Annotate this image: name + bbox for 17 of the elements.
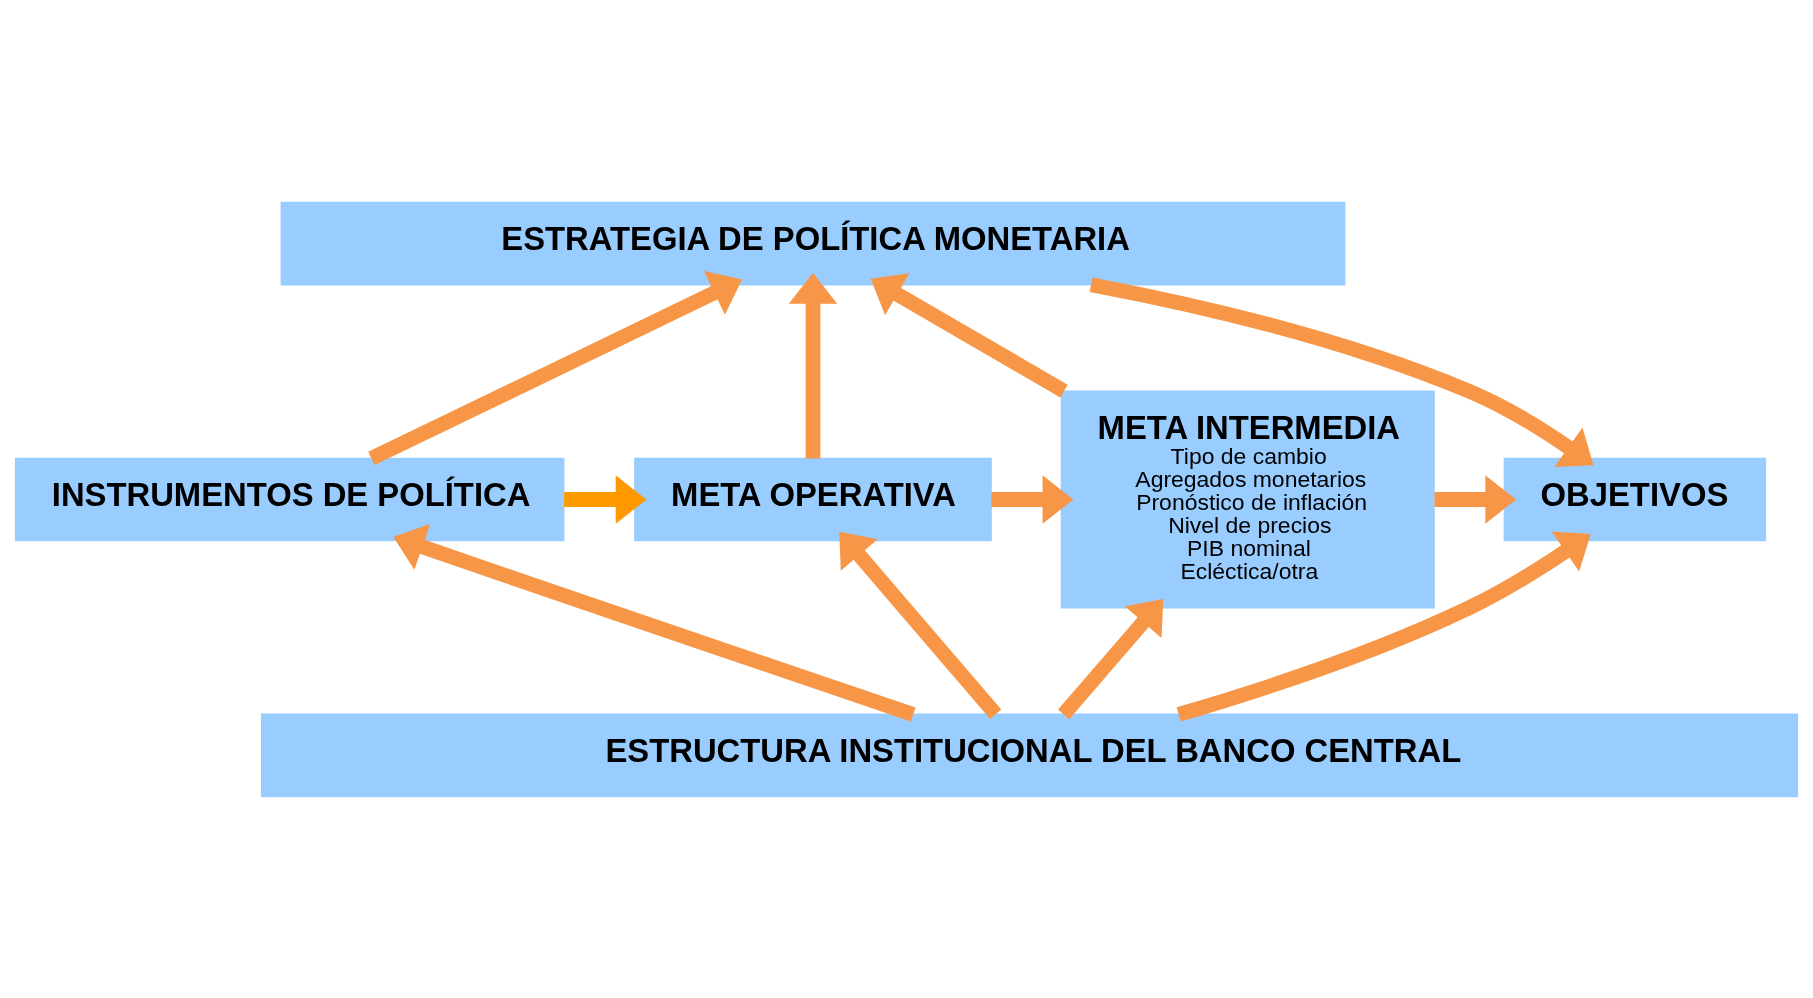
arrow <box>991 474 1074 524</box>
arrow <box>839 531 1002 719</box>
node-box: ESTRUCTURA INSTITUCIONAL DEL BANCO CENTRAL <box>260 713 1799 797</box>
arrow <box>368 270 743 465</box>
arrow <box>1176 531 1591 721</box>
node-box: ESTRATEGIA DE POLÍTICA MONETARIA <box>280 201 1346 285</box>
arrow <box>1058 598 1164 719</box>
node-box: META INTERMEDIA Tipo de cambio Agregados monetarios Pronóstico de inflación Nivel de precios PIB nominal Ecléctica/otra <box>1060 389 1435 609</box>
arrow <box>870 272 1068 397</box>
arrow <box>1434 474 1517 524</box>
node-box: OBJETIVOS <box>1503 457 1767 541</box>
arrow <box>393 523 916 721</box>
arrow <box>788 272 838 458</box>
node-box: INSTRUMENTOS DE POLÍTICA <box>14 457 565 541</box>
arrow <box>564 474 647 524</box>
arrow <box>1089 276 1594 467</box>
node-box: META OPERATIVA <box>634 457 992 541</box>
